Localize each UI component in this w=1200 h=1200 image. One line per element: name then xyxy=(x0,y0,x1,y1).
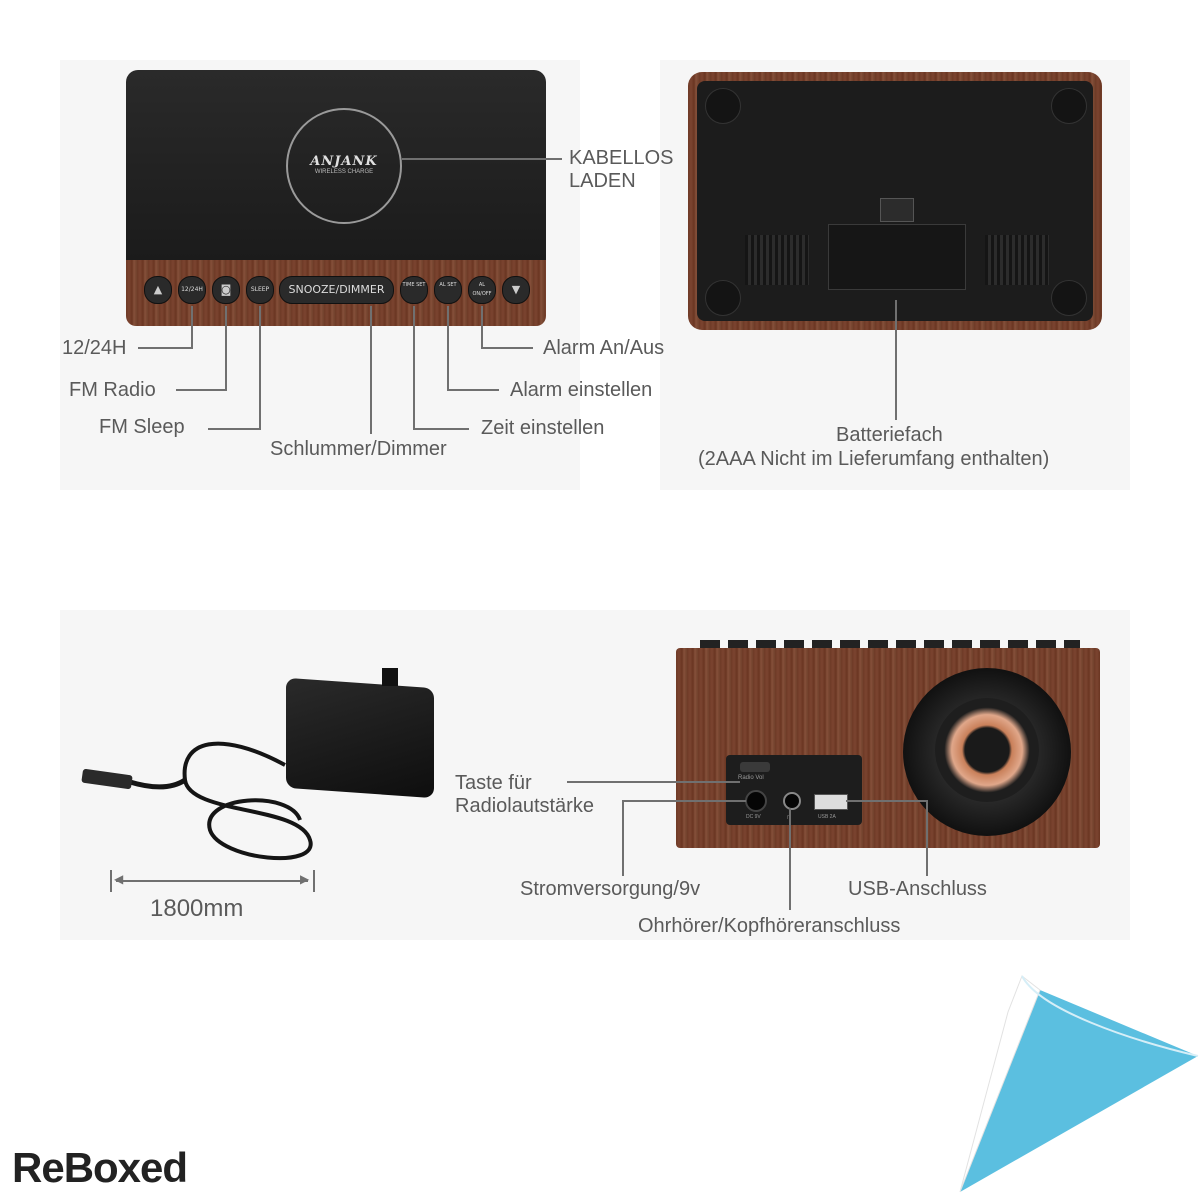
wireless-callout-line xyxy=(402,158,562,160)
arrow-right-icon: ▶ xyxy=(300,872,310,886)
snooze-dimmer-button[interactable]: SNOOZE/DIMMER xyxy=(279,276,394,304)
brand-logo: ReBoxed xyxy=(12,1144,188,1191)
headphone-callout-v xyxy=(789,808,791,910)
label-12-24h: 12/24H xyxy=(62,337,127,359)
usb-port xyxy=(814,794,848,810)
usb-callout-v xyxy=(926,800,928,876)
label-power: Stromversorgung/9v xyxy=(520,878,701,900)
device-logo-sub: WIRELESS CHARGE xyxy=(314,169,374,175)
fmradio-callout-h xyxy=(176,389,227,391)
length-left-tick xyxy=(110,870,112,892)
sleep-button[interactable]: SLEEP xyxy=(246,276,274,304)
device-logo: ANJANK xyxy=(310,154,378,169)
fmsleep-callout-h xyxy=(208,428,261,430)
time-set-button[interactable]: TIME SET xyxy=(400,276,428,304)
rubber-foot-br xyxy=(1051,280,1087,316)
radiovol-callout-h xyxy=(567,781,740,783)
vent-left xyxy=(745,235,809,285)
battery-compartment xyxy=(828,224,966,290)
label-alarm-set: Alarm einstellen xyxy=(510,379,653,401)
snooze-callout-v xyxy=(370,306,372,434)
arrow-left-icon: ◀ xyxy=(114,872,124,886)
alarm-onoff-button[interactable]: AL ON/OFF xyxy=(468,276,496,304)
dc-port-label: DC 9V xyxy=(746,814,761,820)
fmsleep-callout-v xyxy=(259,306,261,430)
label-cable-length: 1800mm xyxy=(150,895,244,922)
side-device-top-keys xyxy=(700,640,1080,648)
label-battery-note: (2AAA Nicht im Lieferumfang enthalten) xyxy=(698,448,1050,470)
label-time-set: Zeit einstellen xyxy=(481,417,605,439)
12-24h-button[interactable]: 12/24H xyxy=(178,276,206,304)
rubber-foot-bl xyxy=(705,280,741,316)
alarmonoff-callout-v xyxy=(481,306,483,348)
dc-jack xyxy=(745,790,767,812)
radio-vol-button xyxy=(740,762,770,772)
down-arrow-button[interactable]: ▼ xyxy=(502,276,530,304)
front-device: ANJANK WIRELESS CHARGE xyxy=(126,70,546,326)
charging-pad-circle xyxy=(286,108,402,224)
label-fm-radio: FM Radio xyxy=(69,379,156,401)
power-callout-v xyxy=(622,800,624,876)
speaker-ring xyxy=(935,698,1039,802)
label-usb: USB-Anschluss xyxy=(848,878,987,900)
radio-vol-port-label: Radio Vol xyxy=(738,775,764,781)
fmradio-callout-v xyxy=(225,306,227,390)
label-snooze: Schlummer/Dimmer xyxy=(270,438,447,460)
headphone-icon: ∩ xyxy=(786,812,792,821)
headphone-jack xyxy=(783,792,801,810)
h1224-callout-v xyxy=(191,306,193,348)
length-arrow xyxy=(116,880,308,882)
label-battery-title: Batteriefach xyxy=(836,424,943,446)
battery-callout-v xyxy=(895,300,897,420)
label-fm-sleep: FM Sleep xyxy=(99,416,185,438)
alarm-set-button[interactable]: AL SET xyxy=(434,276,462,304)
fm-radio-button[interactable]: ◙ xyxy=(212,276,240,304)
usb-port-label: USB 2A xyxy=(818,814,836,820)
label-alarm-onoff: Alarm An/Aus xyxy=(543,337,665,359)
timeset-callout-v xyxy=(413,306,415,430)
label-wireless: KABELLOS LADEN xyxy=(569,147,674,192)
h1224-callout-h xyxy=(138,347,193,349)
label-headphone: Ohrhörer/Kopfhöreranschluss xyxy=(638,915,901,937)
page-curl-graphic xyxy=(959,975,1199,1193)
rubber-foot-tl xyxy=(705,88,741,124)
down-arrow-icon: ▼ xyxy=(511,283,521,296)
length-right-tick xyxy=(313,870,315,892)
power-callout-h xyxy=(622,800,746,802)
alarmset-callout-v xyxy=(447,306,449,390)
vent-right xyxy=(985,235,1049,285)
usb-callout-h xyxy=(846,800,926,802)
timeset-callout-h xyxy=(413,428,469,430)
up-arrow-button[interactable]: ▲ xyxy=(144,276,172,304)
adapter-prong xyxy=(382,668,398,686)
power-cable xyxy=(81,741,313,861)
radio-icon: ◙ xyxy=(220,283,232,296)
rubber-foot-tr xyxy=(1051,88,1087,124)
stand-clip xyxy=(880,198,914,222)
label-radio-vol: Taste für Radiolautstärke xyxy=(455,772,594,817)
alarmonoff-callout-h xyxy=(481,347,533,349)
up-arrow-icon: ▲ xyxy=(153,283,163,296)
alarmset-callout-h xyxy=(447,389,499,391)
